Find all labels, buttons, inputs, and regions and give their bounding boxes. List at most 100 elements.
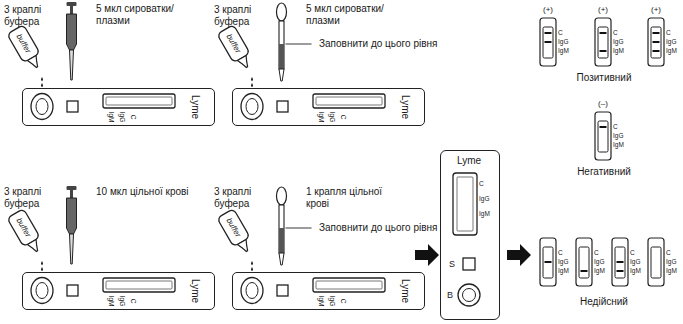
brand-text: Lyme <box>189 278 201 302</box>
line-marker: IgM <box>107 111 114 122</box>
line-marker: C <box>630 249 635 256</box>
result-window <box>313 94 385 108</box>
sample-well <box>31 278 53 304</box>
result-window-inner <box>316 281 382 289</box>
line-marker: IgM <box>317 111 324 122</box>
line-marker: IgM <box>558 267 569 274</box>
test-band <box>600 32 607 34</box>
pipette-button <box>67 2 77 6</box>
instruction-text: 5 мкл сироватки/плазми <box>306 3 406 26</box>
line-marker: C <box>339 298 346 303</box>
line-marker: C <box>666 249 671 256</box>
result-caption: Недійсний <box>580 296 628 308</box>
result-cassette <box>540 238 556 286</box>
test-cassette: LymeIgMIgGC <box>22 88 215 126</box>
instruction-text: Заповнити до цього рівня <box>319 38 437 50</box>
flow-arrow <box>507 244 531 266</box>
sample-well <box>241 278 263 304</box>
result-window <box>579 247 589 278</box>
result-cassette <box>576 238 592 286</box>
sample-well <box>241 94 263 120</box>
pipette-rod <box>70 6 73 14</box>
buffer-drop <box>41 267 43 271</box>
brand-text: Lyme <box>399 278 411 302</box>
line-marker: IgG <box>118 295 125 305</box>
dropper-bulb <box>277 3 287 21</box>
result-sign: (+) <box>543 5 553 14</box>
result-cassette <box>595 18 611 66</box>
pipette-body <box>67 14 77 50</box>
dropper-tube <box>279 21 284 69</box>
sample-square <box>67 101 78 112</box>
pipette-rod <box>70 190 73 198</box>
line-marker: IgG <box>328 111 335 121</box>
line-marker: IgM <box>317 295 324 306</box>
instruction-text: 5 мкл сироватки/плазми <box>96 3 196 26</box>
instruction-text: 3 краплі буфера <box>214 186 266 209</box>
line-marker: IgM <box>107 295 114 306</box>
line-marker: IgG <box>328 295 335 305</box>
line-marker: IgG <box>666 258 676 265</box>
line-marker: C <box>666 29 671 36</box>
test-cassette-large: LymeCIgGIgMSB <box>440 150 500 320</box>
line-marker: C <box>558 249 563 256</box>
instruction-text: 10 мкл цільної крові <box>96 186 196 198</box>
test-band <box>545 41 552 43</box>
instruction-text: 3 краплі буфера <box>214 4 266 27</box>
line-marker: IgG <box>479 195 489 202</box>
test-band <box>600 126 607 128</box>
buffer-drop <box>251 77 253 81</box>
buffer-drop <box>41 83 43 87</box>
result-window <box>103 94 175 108</box>
sample-square <box>67 285 78 296</box>
line-marker: IgM <box>666 47 677 54</box>
pipette-tip <box>70 50 74 80</box>
line-marker: IgM <box>558 47 569 54</box>
buffer-bottle: buffer <box>216 24 255 72</box>
result-cassette <box>595 112 611 160</box>
result-window-inner <box>106 97 172 105</box>
test-band <box>653 50 660 52</box>
test-band <box>600 50 607 52</box>
sample-well <box>31 94 53 120</box>
result-window-inner <box>316 97 382 105</box>
pipette-button <box>67 186 77 190</box>
line-marker: C <box>339 114 346 119</box>
result-cassette <box>648 18 664 66</box>
line-marker: IgG <box>630 258 640 265</box>
test-band <box>545 261 552 263</box>
result-window <box>543 27 553 58</box>
dropper-tip <box>279 253 284 265</box>
sample-well-inner <box>246 99 258 115</box>
instruction-text: 1 крапля цільної крові <box>306 186 406 209</box>
line-marker: IgG <box>118 111 125 121</box>
line-marker: C <box>613 29 618 36</box>
result-cassette <box>612 238 628 286</box>
dropper-tube <box>279 205 284 253</box>
sample-well-inner <box>36 99 48 115</box>
line-marker: IgG <box>594 258 604 265</box>
sample-square <box>277 101 288 112</box>
test-band <box>653 32 660 34</box>
sample-well-inner <box>36 283 48 299</box>
test-band <box>653 41 660 43</box>
line-marker: C <box>479 180 484 187</box>
instruction-text: Заповнити до цього рівня <box>319 222 437 234</box>
fill-level-leader <box>286 228 312 229</box>
result-window <box>543 247 553 278</box>
result-window <box>651 27 661 58</box>
bottle-nozzle <box>27 239 41 253</box>
result-cassette <box>540 18 556 66</box>
pipette-body <box>67 198 77 234</box>
sample-square <box>277 285 288 296</box>
result-caption: Позитивний <box>577 72 632 84</box>
line-marker: IgG <box>666 38 676 45</box>
result-window <box>615 247 625 278</box>
result-sign: (+) <box>598 5 608 14</box>
dropper-fill <box>279 44 284 69</box>
result-caption: Негативний <box>577 166 631 178</box>
brand-text: Lyme <box>399 94 411 118</box>
result-window <box>313 278 385 292</box>
well-letter: S <box>449 259 455 269</box>
